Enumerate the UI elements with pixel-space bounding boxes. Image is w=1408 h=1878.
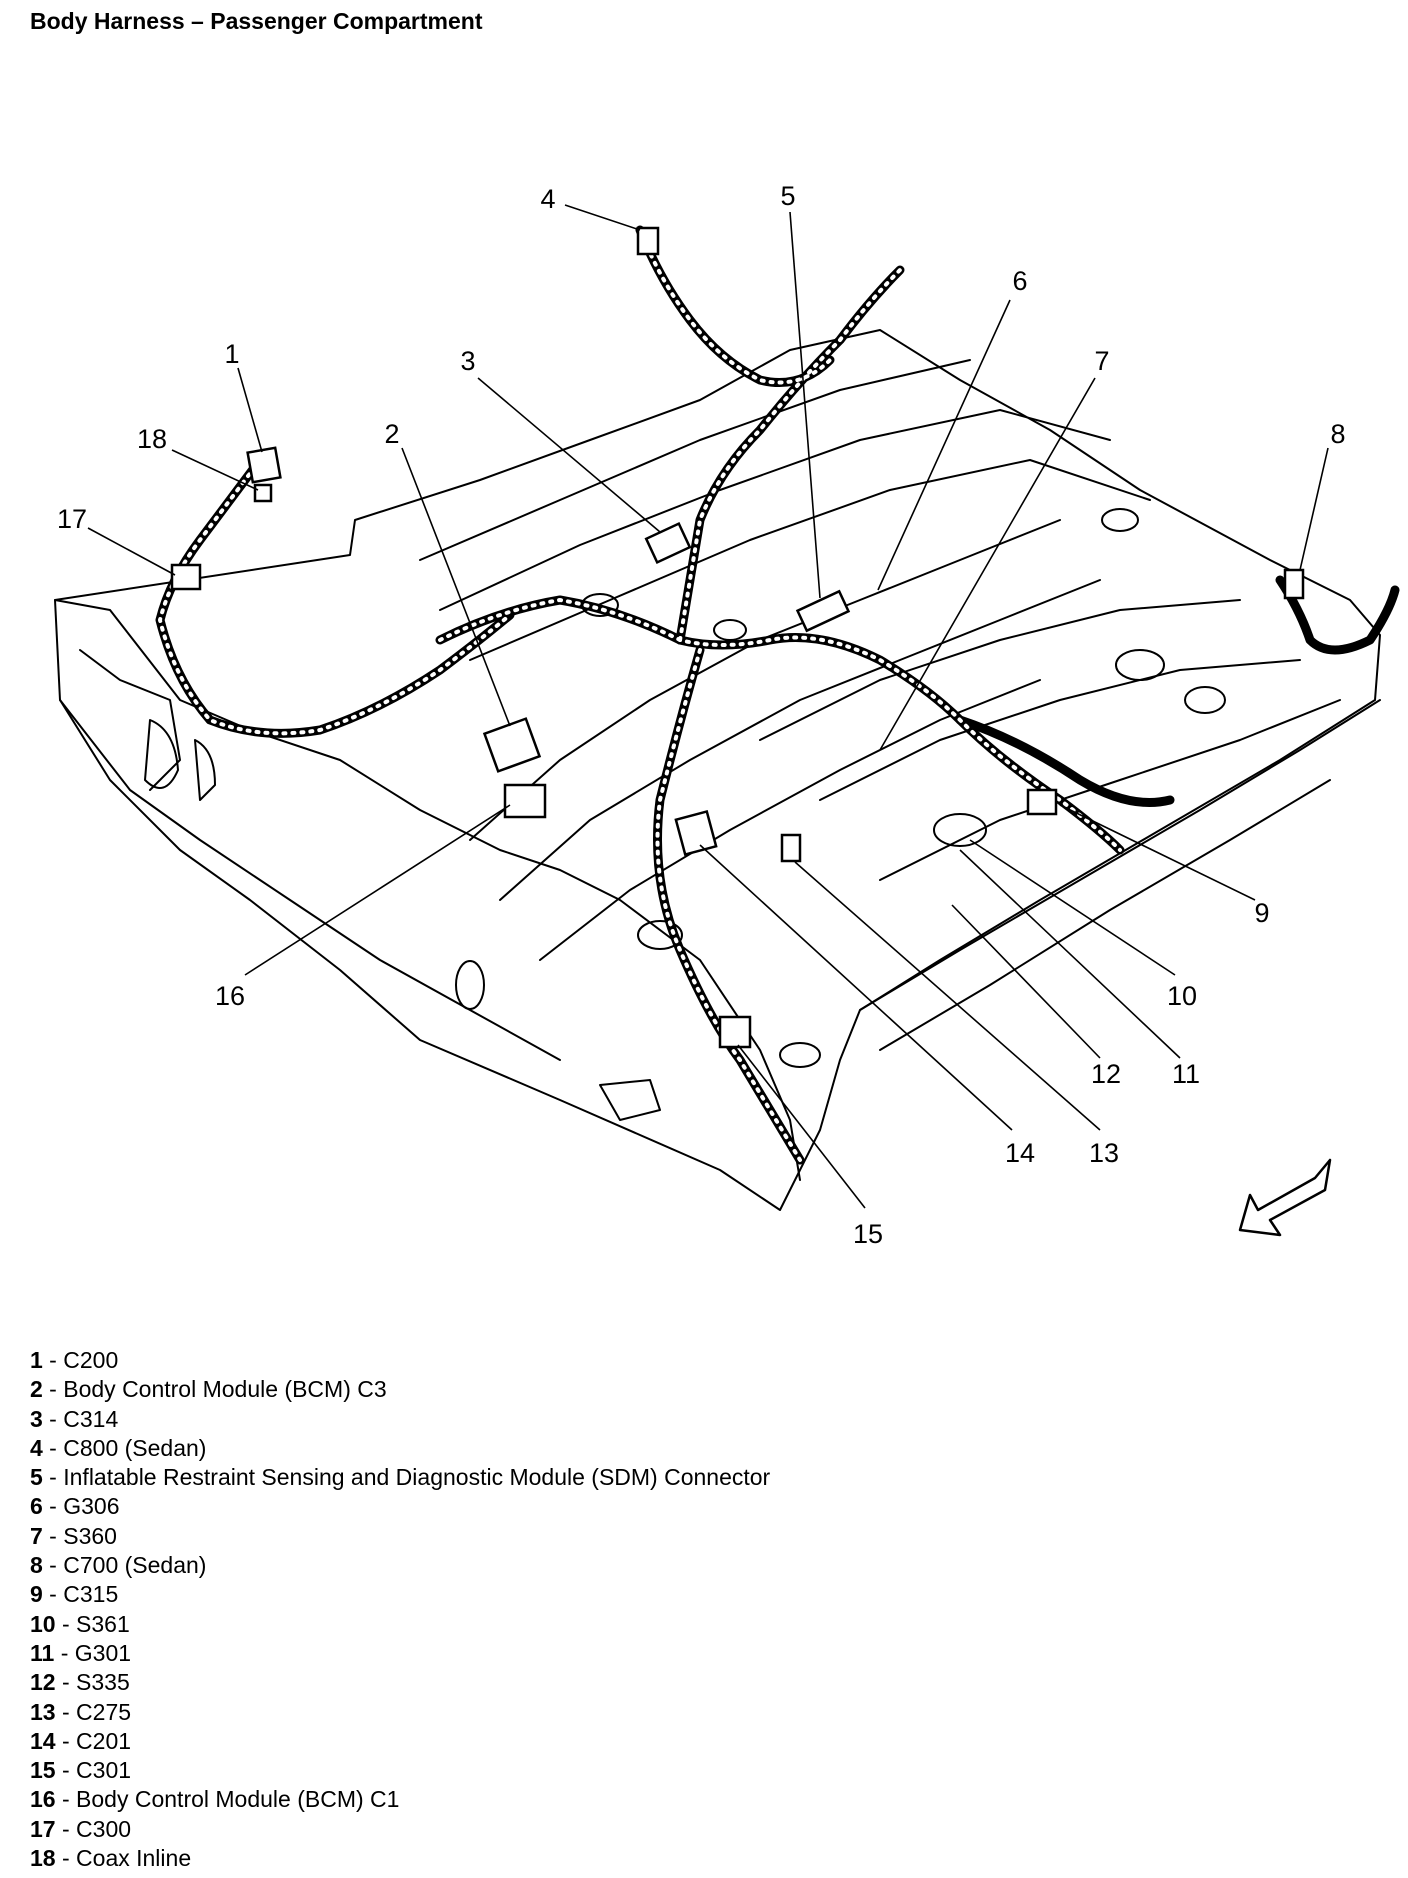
legend-item: 17 - C300: [30, 1815, 132, 1842]
connector-bcm-c3: [482, 717, 542, 773]
callout-1: 1: [224, 339, 239, 369]
callout-15: 15: [853, 1219, 883, 1249]
harness-front: [955, 715, 1175, 807]
legend-list: 1 - C200 2 - Body Control Module (BCM) C…: [30, 1346, 770, 1873]
legend-item: 1 - C200: [30, 1347, 119, 1373]
legend-item: 11 - G301: [30, 1639, 132, 1666]
callout-13: 13: [1089, 1138, 1119, 1168]
legend-item: 4 - C800 (Sedan): [30, 1434, 207, 1461]
callout-8: 8: [1330, 419, 1345, 449]
center-tunnel: [469, 519, 1061, 841]
legend-item: 12 - S335: [30, 1669, 130, 1696]
legend-item: 16 - Body Control Module (BCM) C1: [30, 1786, 400, 1813]
rear-panel: [54, 599, 801, 1181]
callout-4: 4: [540, 184, 555, 214]
harness-right: [1275, 575, 1400, 655]
connector-c200: [246, 446, 282, 484]
connector-c275: [780, 833, 802, 863]
legend-item: 8 - C700 (Sedan): [30, 1552, 207, 1579]
callout-18: 18: [137, 424, 167, 454]
forward-direction-arrow: [1238, 1158, 1332, 1237]
legend-item: 9 - C315: [30, 1581, 119, 1608]
harness-left-rear: [155, 455, 515, 738]
floor-pan-outline: [54, 329, 1381, 1211]
connector-c315: [1026, 788, 1058, 816]
connector-c314: [644, 521, 692, 565]
legend-item: 13 - C275: [30, 1698, 132, 1725]
connector-c300: [170, 563, 202, 591]
connector-c301: [718, 1015, 752, 1049]
callout-17: 17: [57, 504, 87, 534]
callout-11: 11: [1172, 1059, 1200, 1089]
legend-item: 5 - Inflatable Restraint Sensing and Dia…: [30, 1464, 771, 1491]
harness-upper: [675, 265, 905, 645]
callout-12: 12: [1091, 1059, 1121, 1089]
legend-item: 15 - C301: [30, 1757, 132, 1784]
diagram-title: Body Harness – Passenger Compartment: [30, 8, 483, 34]
callout-3: 3: [460, 346, 475, 376]
connector-c700: [1283, 568, 1305, 600]
callout-16: 16: [215, 981, 245, 1011]
legend-item: 3 - C314: [30, 1405, 119, 1432]
legend-item: 14 - C201: [30, 1727, 132, 1754]
connector-bcm-c1: [503, 783, 547, 819]
harness-diagram: 1 2 3 4 5 6 7 8 9 10 11 12 13 14 15 16 1…: [54, 181, 1400, 1249]
connector-sdm: [795, 589, 851, 633]
callout-6: 6: [1012, 266, 1027, 296]
legend-item: 10 - S361: [30, 1610, 130, 1637]
legend-item: 6 - G306: [30, 1493, 120, 1520]
callout-7: 7: [1094, 346, 1109, 376]
callout-10: 10: [1167, 981, 1197, 1011]
connector-coax: [253, 483, 273, 503]
legend-item: 18 - Coax Inline: [30, 1845, 192, 1872]
callout-9: 9: [1254, 898, 1269, 928]
callout-5: 5: [780, 181, 795, 211]
callout-2: 2: [384, 419, 399, 449]
legend-item: 2 - Body Control Module (BCM) C3: [30, 1376, 387, 1403]
connector-c201: [674, 809, 718, 857]
callout-14: 14: [1005, 1138, 1035, 1168]
connector-c800: [636, 226, 660, 256]
legend-item: 7 - S360: [30, 1522, 117, 1549]
